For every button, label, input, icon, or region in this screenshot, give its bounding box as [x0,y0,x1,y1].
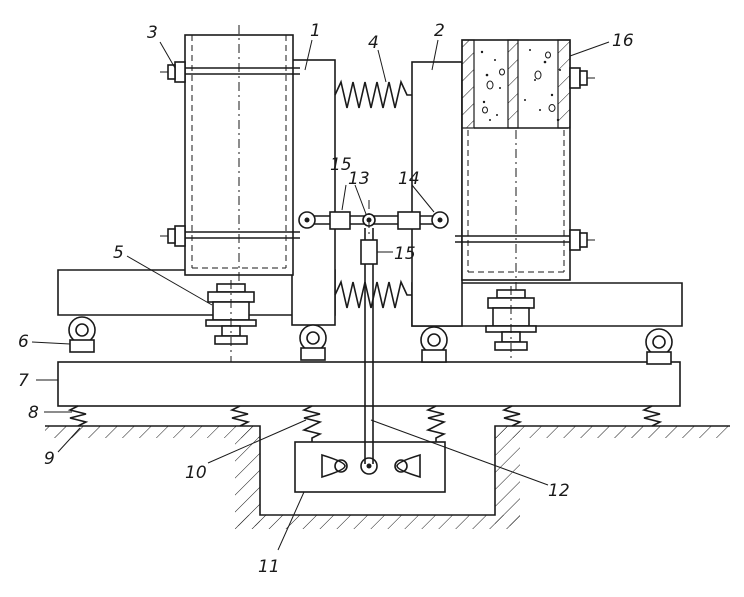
callout-10: 10 [185,463,207,483]
callout-7: 7 [18,371,29,391]
callout-12: 12 [548,481,570,501]
linkage [298,200,449,265]
frame-2 [411,61,463,327]
foundation [45,425,730,529]
callout-6: 6 [18,332,29,352]
callout-9: 9 [44,449,55,469]
soil-sample [474,42,568,129]
callout-5: 5 [113,243,124,263]
drive-rod [364,228,374,464]
callout-4: 4 [368,33,379,53]
callout-14: 14 [398,169,420,189]
frame-1 [291,59,336,326]
coupling-springs [334,79,412,309]
callout-15-lower: 15 [394,244,416,264]
callout-15-upper: 15 [330,155,352,175]
callout-11: 11 [258,557,280,577]
callout-8: 8 [28,403,39,423]
callout-13: 13 [348,169,370,189]
callout-3: 3 [147,23,158,43]
callout-16: 16 [612,31,634,51]
vibration-exciter [294,441,446,493]
load-cell-right [485,286,537,362]
support-springs [67,405,663,442]
callout-1: 1 [310,21,321,41]
load-cell-left [205,280,257,362]
container-left [160,25,300,285]
container-right [455,39,595,290]
base-plate [57,361,681,407]
roller-supports [68,316,673,365]
callout-labels: 1 2 3 4 5 6 7 8 9 10 11 12 13 14 15 15 1… [18,21,634,577]
callout-2: 2 [434,21,445,41]
leader-lines [31,39,610,551]
